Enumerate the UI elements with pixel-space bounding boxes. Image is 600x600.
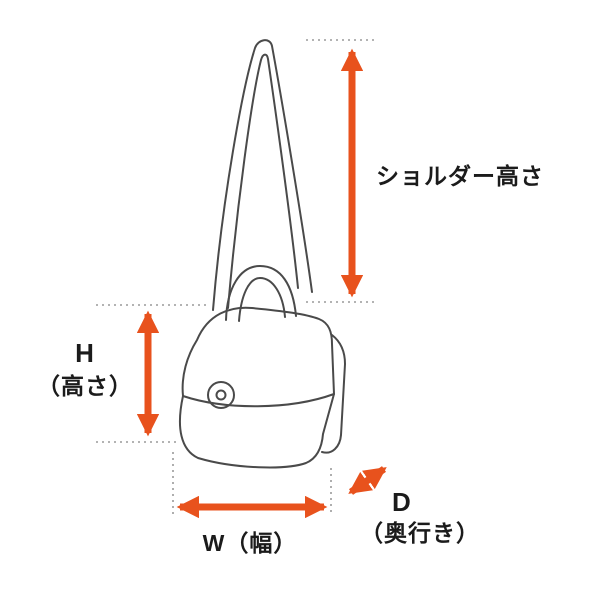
bag-flap	[181, 306, 335, 408]
shoulder-height-label: ショルダー高さ	[376, 163, 544, 189]
height-label-letter: H	[75, 338, 95, 368]
width-label: W（幅）	[203, 530, 298, 556]
clasp-inner-dot	[215, 389, 227, 401]
top-handle	[225, 265, 297, 322]
handle-inner	[238, 277, 286, 322]
guide-lines	[96, 39, 374, 516]
bag-body	[179, 393, 335, 469]
bag-gusset	[321, 334, 346, 454]
dimension-arrows	[136, 48, 387, 519]
strap-inner	[227, 53, 299, 309]
bag-illustration	[179, 39, 346, 469]
handle-outer	[225, 265, 297, 321]
depth-label-sub: （奥行き）	[360, 520, 480, 546]
clasp-outer-ring	[207, 381, 235, 409]
depth-arrow	[348, 466, 387, 495]
clasp-button	[207, 381, 235, 409]
height-label-sub: （高さ）	[37, 373, 133, 399]
dimension-labels: ショルダー高さ H （高さ） W（幅） D （奥行き）	[37, 163, 544, 556]
strap-outer	[212, 39, 313, 311]
depth-label-letter: D	[392, 487, 412, 517]
shoulder-strap	[212, 39, 313, 311]
